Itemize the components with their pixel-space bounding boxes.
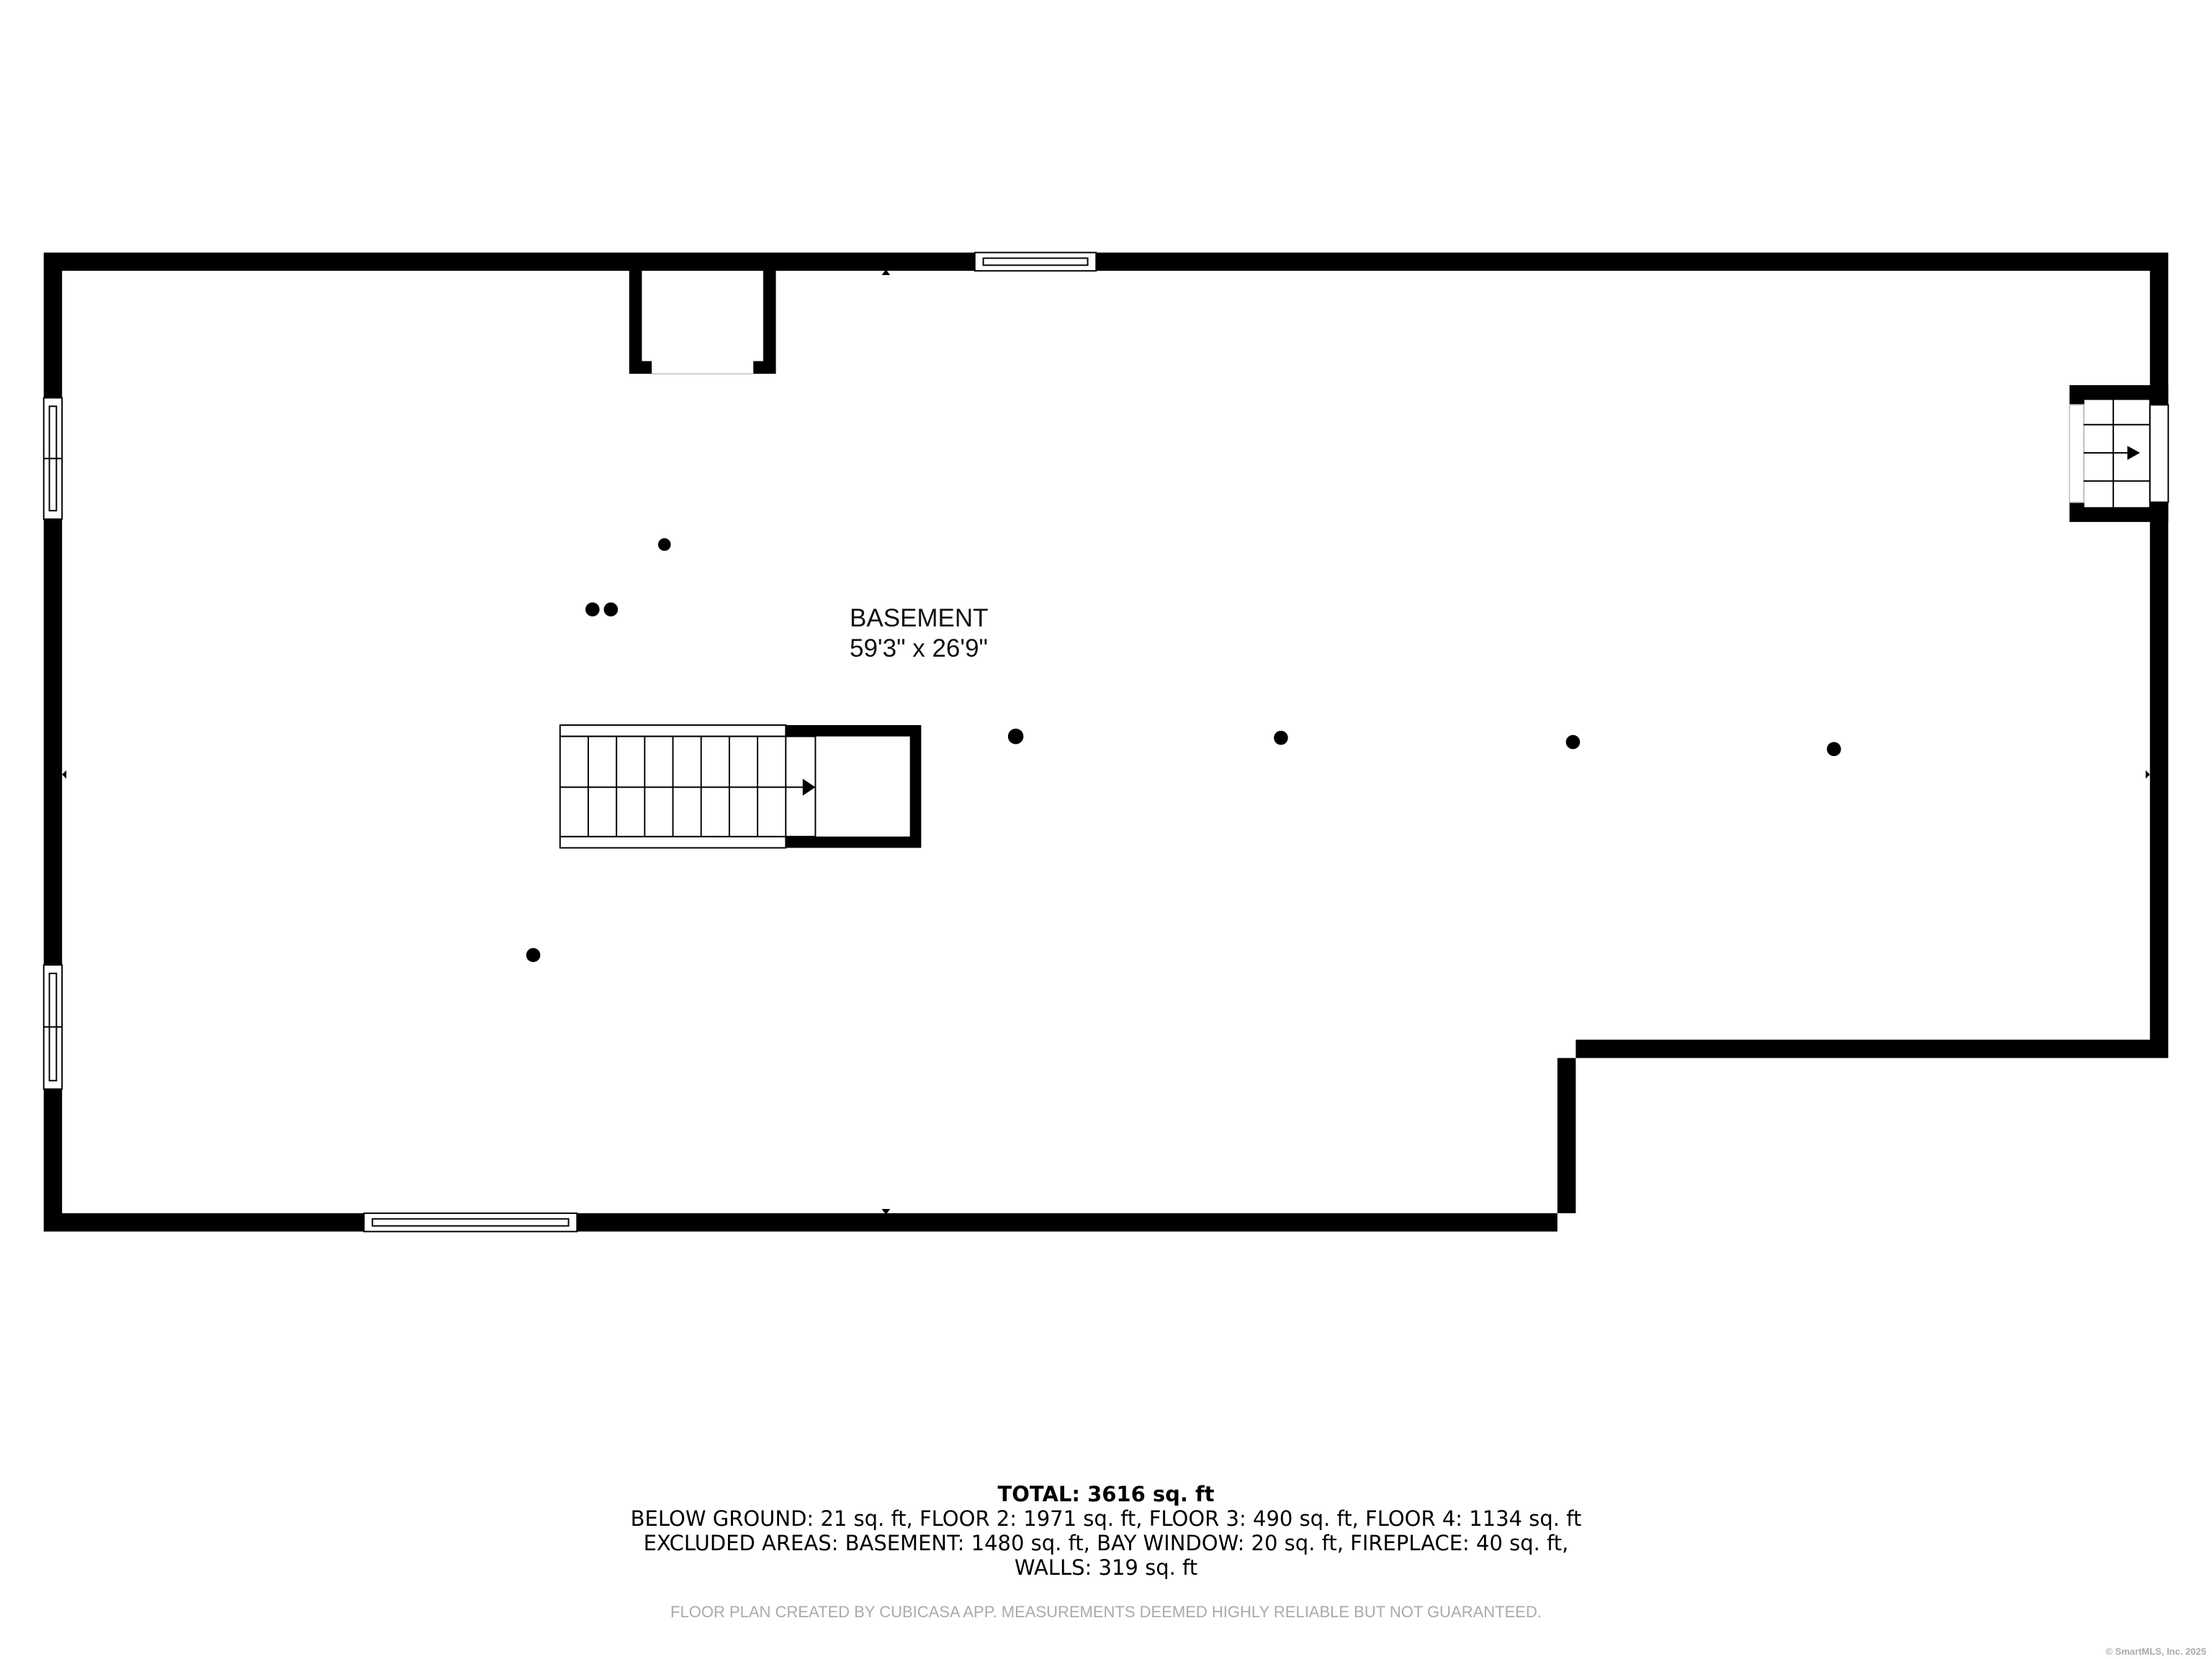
window-top <box>974 251 1097 272</box>
fireplace-niche <box>2069 385 2170 522</box>
dimension-markers <box>62 269 2150 1215</box>
support-posts <box>526 538 1841 963</box>
total-area: TOTAL: 3616 sq. ft <box>997 1482 1215 1506</box>
closet-chase <box>629 265 776 375</box>
exterior-walls <box>43 252 2169 1232</box>
room-name: BASEMENT <box>850 604 989 632</box>
walls-area: WALLS: 319 sq. ft <box>1014 1555 1198 1580</box>
staircase <box>559 724 922 849</box>
copyright: © SmartMLS, Inc. 2025 <box>2105 1646 2206 1657</box>
disclaimer: FLOOR PLAN CREATED BY CUBICASA APP. MEAS… <box>670 1603 1542 1621</box>
window-left-upper <box>42 397 63 520</box>
area-breakdown: BELOW GROUND: 21 sq. ft, FLOOR 2: 1971 s… <box>630 1506 1582 1531</box>
excluded-areas: EXCLUDED AREAS: BASEMENT: 1480 sq. ft, B… <box>643 1531 1569 1555</box>
room-label: BASEMENT 59'3" x 26'9" <box>850 603 989 664</box>
window-bottom <box>363 1212 578 1233</box>
room-dimensions: 59'3" x 26'9" <box>850 634 988 662</box>
window-left-lower <box>42 964 63 1090</box>
